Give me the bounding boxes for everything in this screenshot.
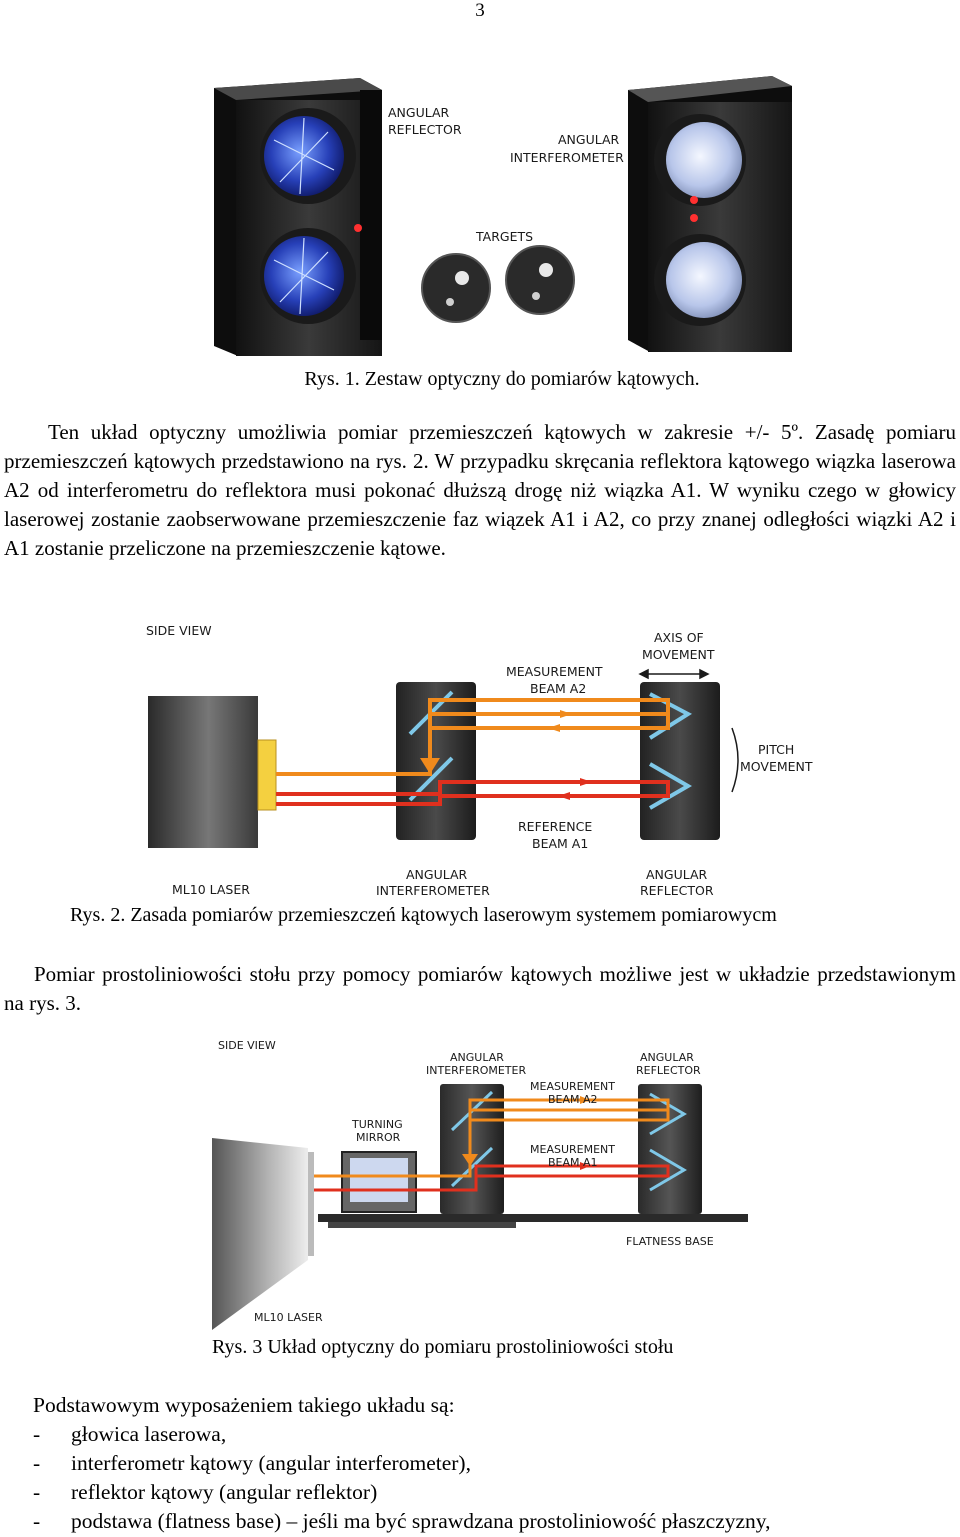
label-angular-ref-3b: REFLECTOR [636, 1064, 701, 1077]
label-angular-ref-1: ANGULAR [646, 867, 708, 882]
figure-2-labels: SIDE VIEW AXIS OF MOVEMENT MEASUREMENT B… [146, 623, 813, 898]
angular-interferometer-unit [628, 76, 792, 352]
beam-arrows [420, 710, 592, 800]
page-number: 3 [475, 0, 485, 21]
figure-2-caption: Rys. 2. Zasada pomiarów przemieszczeń ką… [70, 904, 777, 926]
list-item: - podstawa (flatness base) – jeśli ma by… [33, 1507, 953, 1536]
axis-of-movement-arrow [638, 668, 710, 680]
label-angular-ref-3a: ANGULAR [640, 1051, 694, 1064]
list-item-text: głowica laserowa, [71, 1422, 227, 1446]
label-angular-ref-2: REFLECTOR [640, 883, 714, 898]
paragraph-2: Pomiar prostoliniowości stołu przy pomoc… [4, 960, 956, 1018]
equipment-intro: Podstawowym wyposażeniem takiego układu … [33, 1393, 455, 1417]
label-meas-a2-2: BEAM A2 [548, 1093, 598, 1106]
label-turning: TURNING [351, 1118, 403, 1131]
label-side-view: SIDE VIEW [146, 623, 212, 638]
label-movement-1: MOVEMENT [642, 647, 715, 662]
turning-mirror [341, 1151, 417, 1213]
label-angular-int-2: INTERFEROMETER [376, 883, 490, 898]
angular-reflector-unit [214, 78, 382, 356]
label-beam-a2: BEAM A2 [530, 681, 586, 696]
list-item-text: podstawa (flatness base) – jeśli ma być … [71, 1509, 771, 1533]
angular-reflector-block [640, 682, 720, 840]
figure-1-labels: ANGULAR REFLECTOR ANGULAR INTERFEROMETER… [388, 105, 624, 244]
label-ml10-laser-3: ML10 LASER [254, 1311, 323, 1324]
label-meas-a1-2: BEAM A1 [548, 1156, 598, 1169]
flatness-base [318, 1214, 748, 1228]
angular-interferometer-block-3 [440, 1084, 504, 1214]
list-item-text: interferometr kątowy (angular interferom… [71, 1451, 471, 1475]
angular-reflector-block-3 [638, 1084, 702, 1214]
label-pitch: PITCH [758, 742, 794, 757]
figure-3-caption: Rys. 3 Układ optyczny do pomiaru prostol… [212, 1336, 674, 1358]
ml10-laser-body [148, 696, 277, 848]
label-angular-int-3b: INTERFEROMETER [426, 1064, 526, 1077]
label-reference: REFERENCE [518, 819, 592, 834]
paragraph-1-text: Ten układ optyczny umożliwia pomiar prze… [4, 420, 956, 560]
label-angular-int-1: ANGULAR [406, 867, 468, 882]
label-mirror: MIRROR [356, 1131, 401, 1144]
label-axis-of-1: AXIS OF [654, 630, 704, 645]
equipment-list: Podstawowym wyposażeniem takiego układu … [33, 1391, 953, 1536]
ml10-laser-body-3 [212, 1138, 314, 1330]
list-bullet: - [33, 1422, 41, 1446]
label-side-view-3: SIDE VIEW [218, 1039, 276, 1052]
beam-arrows-3 [462, 1096, 590, 1170]
label-beam-a1: BEAM A1 [532, 836, 588, 851]
label-ml10-laser: ML10 LASER [172, 882, 250, 897]
paragraph-1: Ten układ optyczny umożliwia pomiar prze… [4, 418, 956, 563]
label-pitch-movement: MOVEMENT [740, 759, 813, 774]
label-flatness-base: FLATNESS BASE [626, 1235, 714, 1248]
label-meas-a2-1: MEASUREMENT [530, 1080, 615, 1093]
targets [421, 245, 575, 323]
list-item-text: reflektor kątowy (angular reflektor) [71, 1480, 378, 1504]
label-angular-reflector-2: REFLECTOR [388, 122, 462, 137]
list-item: - reflektor kątowy (angular reflektor) [33, 1478, 953, 1507]
label-targets: TARGETS [475, 229, 533, 244]
label-angular-interferometer-2: INTERFEROMETER [510, 150, 624, 165]
figure-1-optics-set: ANGULAR REFLECTOR ANGULAR INTERFEROMETER… [214, 76, 792, 356]
beam-paths [276, 698, 670, 806]
figure-1-caption: Rys. 1. Zestaw optyczny do pomiarów kąto… [304, 368, 700, 390]
label-angular-reflector-1: ANGULAR [388, 105, 450, 120]
paragraph-2-text: Pomiar prostoliniowości stołu przy pomoc… [4, 962, 956, 1015]
label-meas-a1-1: MEASUREMENT [530, 1143, 615, 1156]
list-bullet: - [33, 1451, 41, 1475]
figure-3-labels: SIDE VIEW ANGULAR INTERFEROMETER ANGULAR… [218, 1039, 714, 1324]
list-bullet: - [33, 1509, 41, 1533]
label-angular-int-3a: ANGULAR [450, 1051, 504, 1064]
list-item: - głowica laserowa, [33, 1420, 953, 1449]
figure-3-flatness-setup: SIDE VIEW ANGULAR INTERFEROMETER ANGULAR… [212, 1039, 748, 1330]
list-bullet: - [33, 1480, 41, 1504]
label-measurement-1: MEASUREMENT [506, 664, 603, 679]
list-item: - interferometr kątowy (angular interfer… [33, 1449, 953, 1478]
label-angular-interferometer-1: ANGULAR [558, 132, 620, 147]
figure-2-angular-principle: SIDE VIEW AXIS OF MOVEMENT MEASUREMENT B… [146, 623, 813, 898]
beam-paths-3 [314, 1098, 670, 1192]
pitch-movement-arrow [731, 727, 739, 793]
